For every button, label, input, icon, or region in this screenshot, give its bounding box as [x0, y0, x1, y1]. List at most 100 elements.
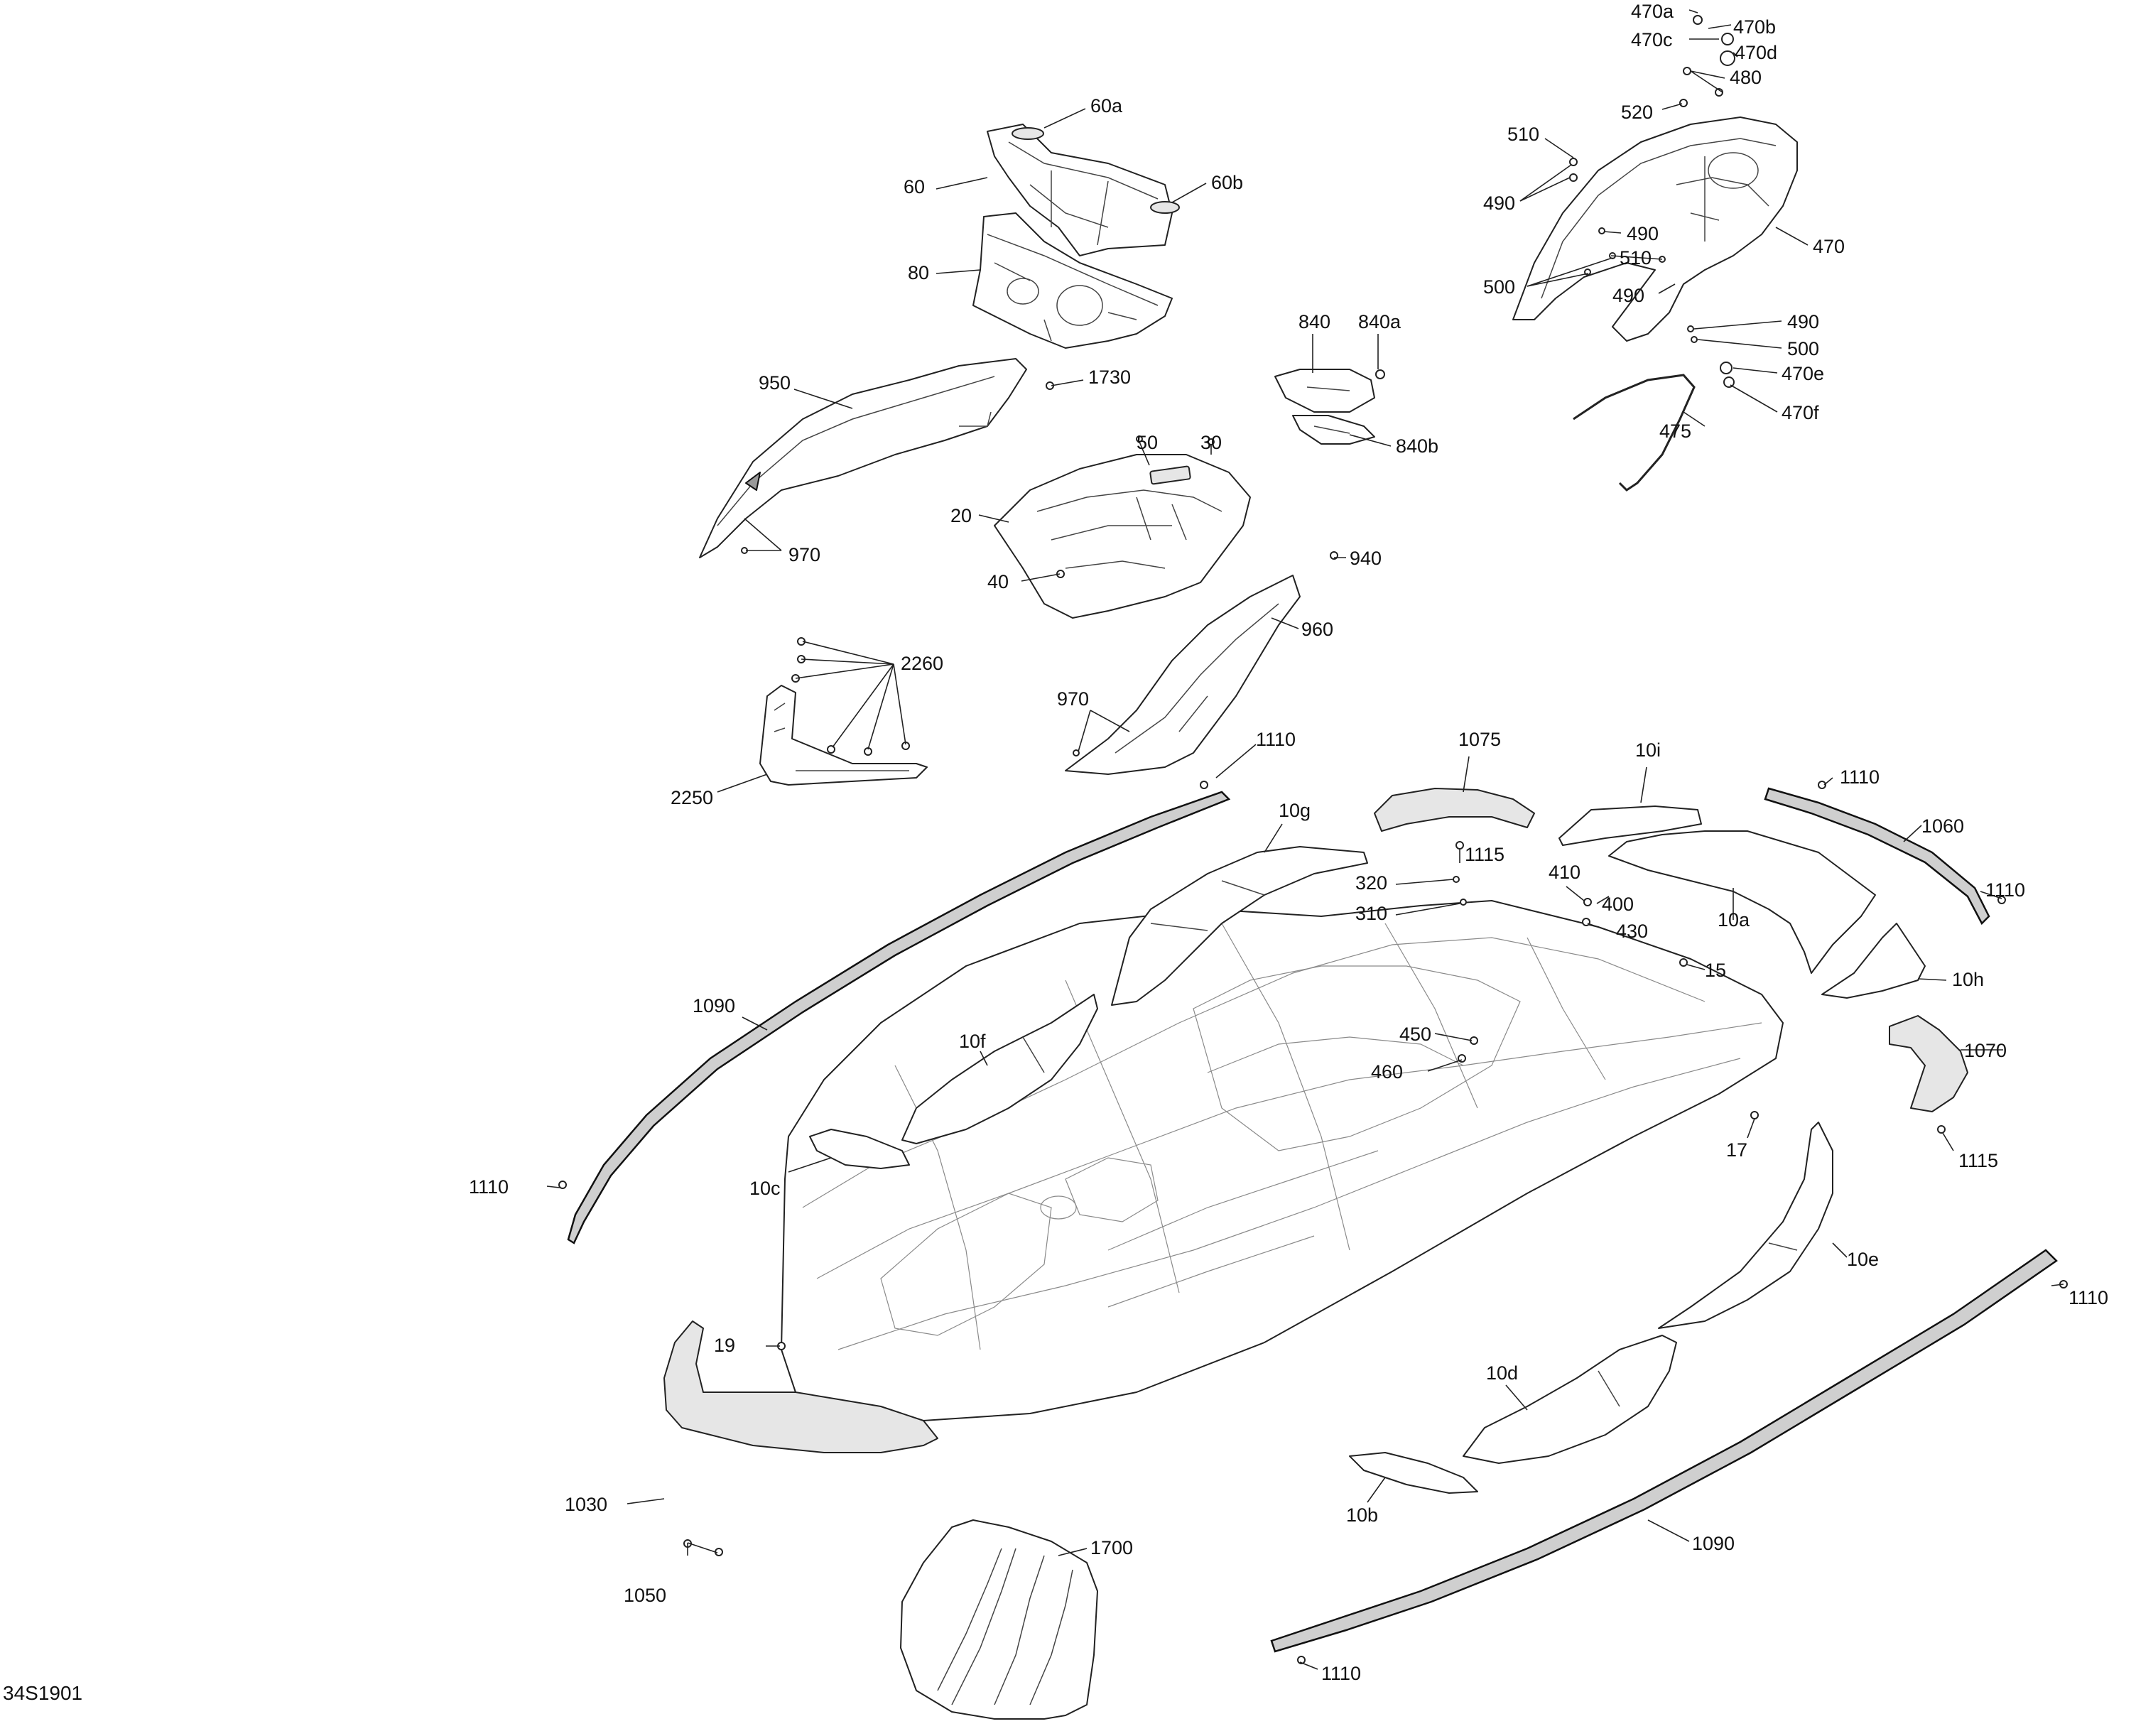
callout-80: 80 [908, 262, 929, 283]
callout-950: 950 [759, 372, 791, 394]
callout-1115: 1115 [1465, 844, 1504, 865]
callout-10a: 10a [1718, 909, 1750, 931]
callout-1700: 1700 [1090, 1537, 1133, 1558]
callout-1110: 1110 [1256, 729, 1296, 750]
callout-1075: 1075 [1458, 729, 1501, 750]
part-60b-emblem [1150, 201, 1180, 214]
part-960-side-panel-right [1065, 575, 1301, 775]
part-470-rear-grab-handle [1512, 116, 1798, 342]
part-1070-corner-cap [1889, 1015, 1968, 1112]
callout-470e: 470e [1782, 363, 1824, 384]
callout-1090: 1090 [1692, 1533, 1735, 1554]
callout-470b: 470b [1733, 16, 1776, 38]
callout-960: 960 [1301, 619, 1333, 640]
decal-10a [1608, 830, 1876, 974]
part-hull-deck [781, 900, 1784, 1421]
callout-320: 320 [1355, 872, 1387, 894]
decal-10h [1821, 923, 1926, 999]
decal-10b [1349, 1452, 1478, 1494]
callout-20: 20 [950, 505, 972, 526]
decal-10g [1111, 846, 1368, 1006]
callout-1115: 1115 [1958, 1150, 1998, 1171]
callout-1110: 1110 [1321, 1663, 1361, 1684]
callout-410: 410 [1549, 862, 1580, 883]
callout-30: 30 [1200, 432, 1222, 453]
callout-510: 510 [1507, 124, 1539, 145]
part-950-side-panel-left [699, 358, 1027, 558]
callout-490: 490 [1612, 285, 1644, 306]
callout-840: 840 [1298, 311, 1330, 332]
callout-50: 50 [1137, 432, 1158, 453]
callout-1050: 1050 [624, 1585, 666, 1606]
callout-labels: 470a 470b 470c 470d 480 520 510 490 490 … [469, 1, 2108, 1684]
callout-10b: 10b [1346, 1504, 1378, 1526]
callout-10f: 10f [959, 1031, 986, 1052]
callout-1090: 1090 [693, 995, 735, 1016]
decal-10f [901, 994, 1098, 1144]
callout-19: 19 [714, 1335, 735, 1356]
part-1060-rear-rail [1764, 787, 1990, 926]
callout-1060: 1060 [1921, 815, 1964, 837]
fasteners [558, 15, 2068, 1664]
callout-10d: 10d [1486, 1362, 1518, 1384]
callout-310: 310 [1355, 903, 1387, 924]
decal-10d [1463, 1335, 1677, 1464]
callout-430: 430 [1616, 921, 1648, 942]
callout-970: 970 [1057, 688, 1089, 710]
callout-970: 970 [788, 544, 820, 565]
part-1075-rear-cap [1374, 788, 1535, 832]
diagram-code: 34S1901 [3, 1682, 82, 1704]
callout-60b: 60b [1211, 172, 1243, 193]
callout-10h: 10h [1952, 969, 1984, 990]
callout-490: 490 [1483, 192, 1515, 214]
callout-500: 500 [1483, 276, 1515, 298]
callout-1110: 1110 [2068, 1287, 2108, 1308]
callout-840b: 840b [1396, 435, 1438, 457]
callout-840a: 840a [1358, 311, 1401, 332]
callout-470c: 470c [1631, 29, 1673, 50]
part-1700-foot-mat [900, 1519, 1098, 1720]
part-80-inner-support [972, 212, 1173, 349]
callout-500: 500 [1787, 338, 1819, 359]
part-840-vent-cover [1274, 369, 1375, 445]
callout-520: 520 [1621, 102, 1653, 123]
callout-1030: 1030 [565, 1494, 607, 1515]
callout-1110: 1110 [1985, 879, 2025, 901]
callout-60a: 60a [1090, 95, 1123, 116]
part-1090-rub-rail-left [567, 791, 1231, 1244]
callout-1110: 1110 [1840, 766, 1880, 788]
callout-470d: 470d [1735, 42, 1777, 63]
callout-450: 450 [1399, 1024, 1431, 1045]
callout-475: 475 [1659, 421, 1691, 442]
callout-490: 490 [1787, 311, 1819, 332]
callout-15: 15 [1705, 960, 1726, 981]
callout-10g: 10g [1279, 800, 1311, 821]
callout-1110: 1110 [469, 1176, 509, 1198]
callout-470f: 470f [1782, 402, 1819, 423]
callout-490: 490 [1627, 223, 1659, 244]
part-1030-front-bumper [663, 1320, 938, 1453]
part-60a-emblem [1012, 127, 1044, 140]
part-2250-bracket [759, 685, 928, 786]
callout-40: 40 [987, 571, 1009, 592]
callout-940: 940 [1350, 548, 1382, 569]
callout-460: 460 [1371, 1061, 1403, 1083]
callout-480: 480 [1730, 67, 1762, 88]
part-20-storage-bin [994, 454, 1251, 619]
part-60-front-cover [987, 124, 1180, 256]
decal-10i [1558, 805, 1702, 846]
callout-1730: 1730 [1088, 367, 1131, 388]
callout-2250: 2250 [671, 787, 713, 808]
callout-400: 400 [1602, 894, 1634, 915]
decal-10c [809, 1129, 910, 1169]
callout-470: 470 [1813, 236, 1845, 257]
callout-60: 60 [904, 176, 925, 197]
callout-470a: 470a [1631, 1, 1674, 22]
callout-17: 17 [1726, 1139, 1747, 1161]
callout-510: 510 [1620, 247, 1652, 268]
callout-10i: 10i [1635, 739, 1661, 761]
part-1090-rub-rail-right [1270, 1249, 2058, 1653]
callout-1070: 1070 [1964, 1040, 2007, 1061]
decal-10e [1658, 1122, 1833, 1329]
